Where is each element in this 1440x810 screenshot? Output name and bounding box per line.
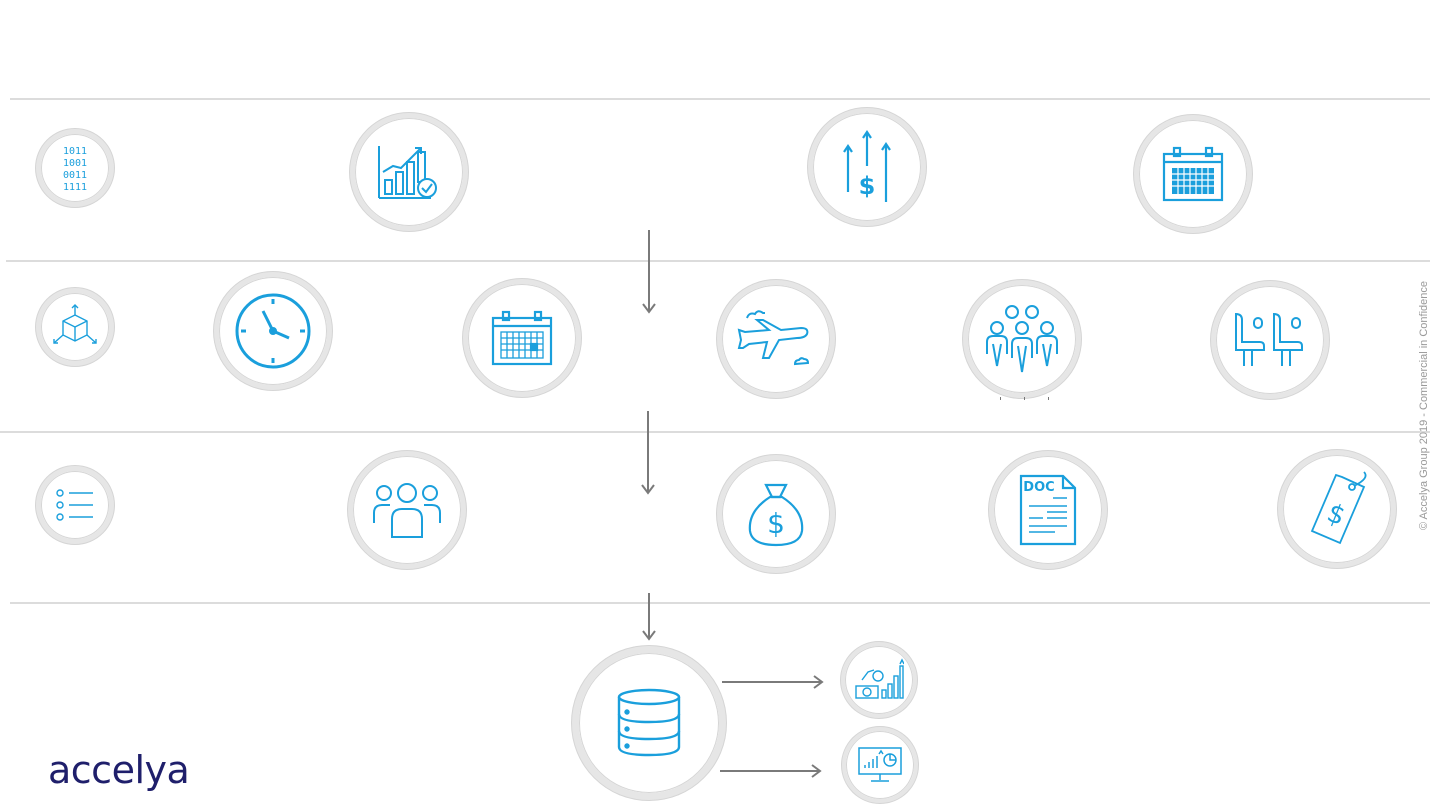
calendar-highlight-icon — [491, 310, 553, 366]
svg-text:1011: 1011 — [63, 146, 87, 157]
calendar-circle — [1134, 115, 1252, 233]
database-hub-circle — [572, 646, 726, 800]
flow-arrow-1 — [642, 230, 656, 314]
monitor-analytics-circle — [842, 727, 918, 803]
growth-chart-circle — [350, 113, 468, 231]
revenue-chart-circle — [841, 642, 917, 718]
clock-circle — [214, 272, 332, 390]
passengers-tick-3 — [1048, 397, 1049, 400]
svg-text:$: $ — [859, 172, 876, 200]
flow-arrow-2 — [641, 411, 655, 495]
svg-text:0011: 0011 — [63, 170, 87, 181]
passengers-tick-1 — [1000, 397, 1001, 400]
money-bag-circle: $ — [717, 455, 835, 573]
svg-text:$: $ — [1323, 498, 1350, 532]
revenue-chart-icon — [855, 658, 904, 699]
doc-circle: DOC — [989, 451, 1107, 569]
row-divider-2 — [6, 260, 1430, 262]
svg-text:DOC: DOC — [1023, 480, 1054, 495]
price-up-circle: $ — [808, 108, 926, 226]
svg-text:$: $ — [767, 507, 785, 540]
customers-group-icon — [373, 483, 441, 538]
row3-list-circle — [36, 466, 114, 544]
row-divider-1 — [10, 98, 1430, 100]
list-icon — [56, 489, 93, 521]
seats-circle — [1211, 281, 1329, 399]
calendar-highlight-circle — [463, 279, 581, 397]
clock-icon — [235, 293, 311, 369]
growth-chart-icon — [378, 146, 437, 199]
price-up-arrows-icon: $ — [843, 130, 891, 202]
flow-arrow-3 — [642, 593, 656, 641]
svg-text:1111: 1111 — [63, 182, 87, 193]
calendar-icon — [1162, 146, 1224, 202]
confidential-notice: © Accelya Group 2019 - Commercial in Con… — [1418, 281, 1430, 530]
aircraft-seats-icon — [1235, 312, 1303, 366]
output-arrow-2 — [720, 764, 822, 778]
row2-cube-circle — [36, 288, 114, 366]
passengers-group-icon — [986, 305, 1058, 373]
binary-code-icon: 1011 1001 0011 1111 — [63, 146, 87, 193]
svg-text:1001: 1001 — [63, 158, 87, 169]
output-arrow-1 — [722, 675, 824, 689]
database-icon — [617, 688, 681, 757]
passengers-circle — [963, 280, 1081, 398]
price-tag-icon: $ — [1310, 471, 1367, 545]
row-divider-4 — [10, 602, 1430, 604]
monitor-analytics-icon — [858, 747, 902, 782]
row-divider-3 — [0, 431, 1430, 433]
accelya-logo: accelya — [48, 748, 190, 792]
passengers-tick-2 — [1024, 397, 1025, 400]
price-tag-circle: $ — [1278, 450, 1396, 568]
customers-circle — [348, 451, 466, 569]
row1-binary-circle: 1011 1001 0011 1111 — [36, 129, 114, 207]
airplane-circle — [717, 280, 835, 398]
doc-document-icon: DOC — [1019, 474, 1077, 546]
3d-cube-icon — [53, 304, 97, 344]
money-bag-icon: $ — [748, 483, 804, 547]
airplane-icon — [737, 310, 810, 366]
